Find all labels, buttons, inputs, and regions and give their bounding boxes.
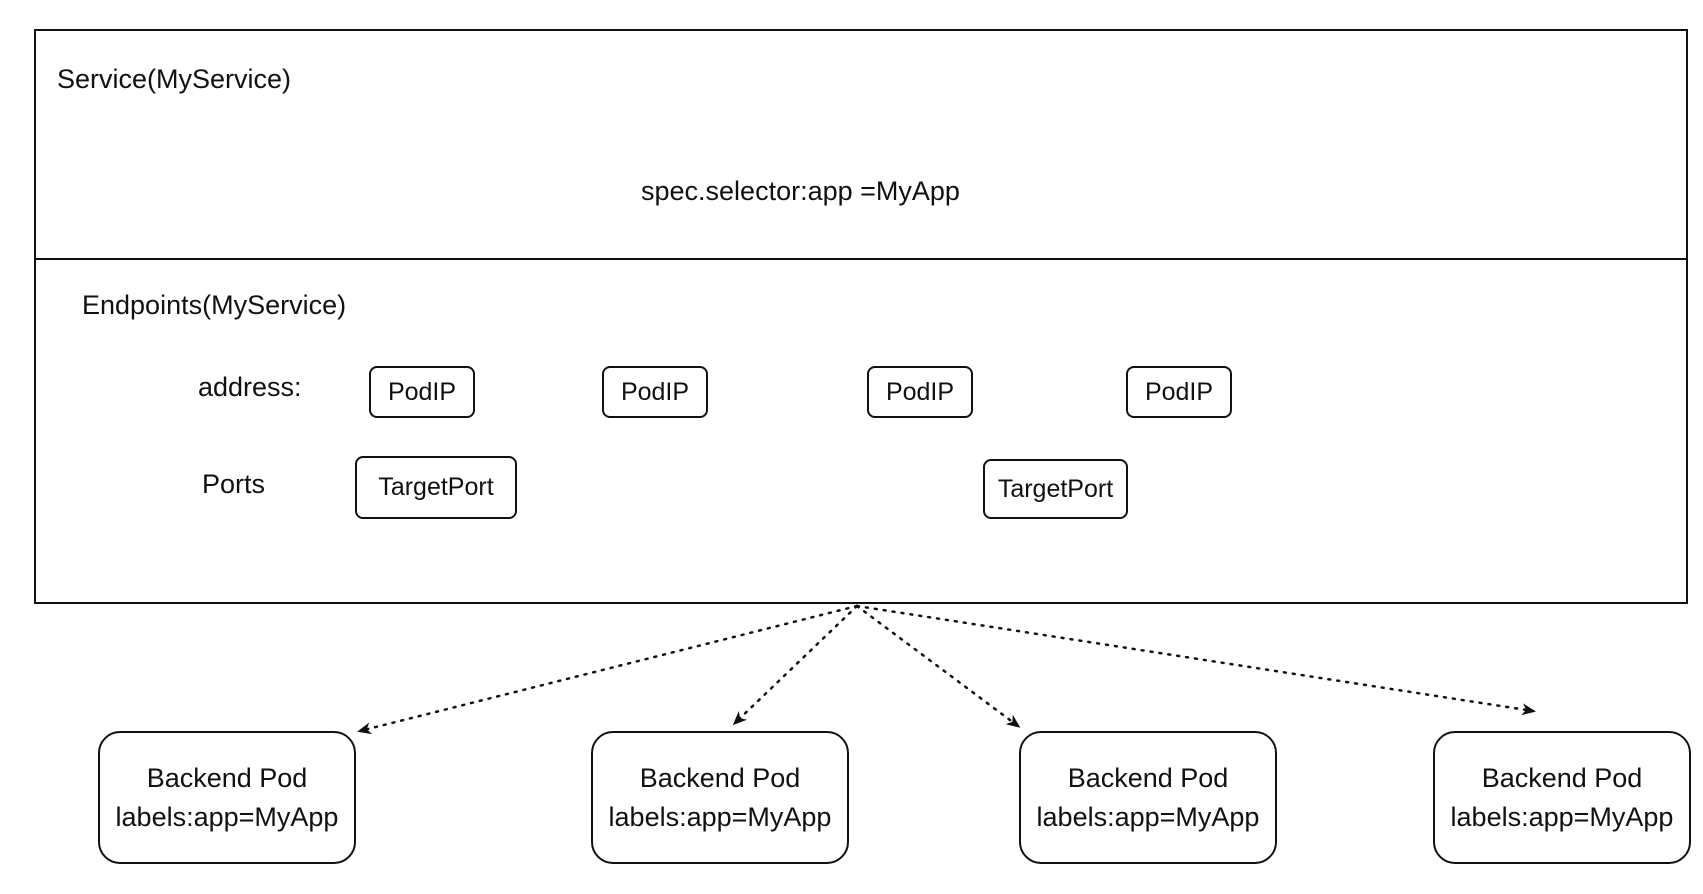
backend-pod-labels: labels:app=MyApp: [115, 801, 339, 832]
backend-pod-name: Backend Pod: [1067, 762, 1229, 793]
arrow-to-pod-2: [732, 604, 859, 726]
service-endpoints-divider: [34, 258, 1688, 260]
service-title: Service(MyService): [57, 64, 292, 94]
pod-ip-node: PodIP: [369, 366, 475, 418]
backend-pod: Backend Pod labels:app=MyApp: [1019, 731, 1277, 864]
pod-ip-node: PodIP: [602, 366, 708, 418]
backend-pod-labels: labels:app=MyApp: [1450, 801, 1674, 832]
ports-label: Ports: [202, 469, 266, 499]
arrow-to-pod-3: [855, 604, 1021, 728]
pod-ip-node: PodIP: [1126, 366, 1232, 418]
backend-pod-labels: labels:app=MyApp: [608, 801, 832, 832]
backend-pod-name: Backend Pod: [1481, 762, 1643, 793]
target-port-node: TargetPort: [983, 459, 1128, 519]
backend-pod: Backend Pod labels:app=MyApp: [1433, 731, 1691, 864]
backend-pod: Backend Pod labels:app=MyApp: [98, 731, 356, 864]
backend-pod: Backend Pod labels:app=MyApp: [591, 731, 849, 864]
service-box: [34, 29, 1688, 604]
backend-pod-name: Backend Pod: [639, 762, 801, 793]
address-label: address:: [198, 372, 302, 402]
service-selector: spec.selector:app =MyApp: [641, 176, 960, 206]
pod-ip-node: PodIP: [867, 366, 973, 418]
endpoints-title: Endpoints(MyService): [82, 290, 347, 320]
backend-pod-name: Backend Pod: [146, 762, 308, 793]
arrow-to-pod-1: [357, 604, 859, 735]
target-port-node: TargetPort: [355, 456, 517, 519]
arrow-to-pod-4: [855, 604, 1536, 716]
backend-pod-labels: labels:app=MyApp: [1036, 801, 1260, 832]
